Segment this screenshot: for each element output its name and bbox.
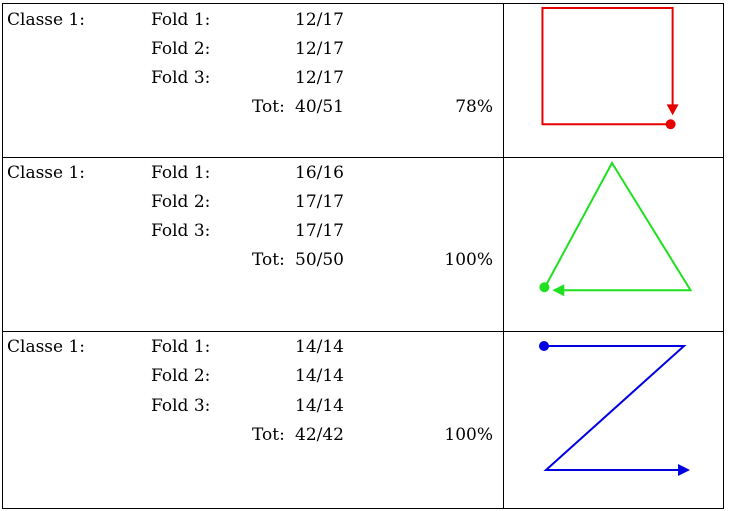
fold-label: Fold 1: — [151, 10, 211, 30]
class-label: Classe 1: — [7, 163, 86, 183]
triangle-path-figure — [539, 160, 693, 297]
fold-label: Fold 1: — [151, 337, 211, 357]
fold-label: Fold 2: — [151, 192, 211, 212]
total-value: 40/51 — [295, 97, 344, 117]
percent-value: 78% — [455, 97, 493, 117]
square-path-figure — [541, 6, 679, 130]
column-divider — [503, 4, 504, 157]
table-row: Classe 1: Fold 1: 14/14 Fold 2: 14/14 Fo… — [3, 332, 723, 508]
fold-label: Fold 1: — [151, 163, 211, 183]
fold-label: Fold 2: — [151, 39, 211, 59]
fold-value: 12/17 — [295, 68, 344, 88]
fold-label: Fold 2: — [151, 366, 211, 386]
total-label: Tot: — [252, 425, 285, 445]
results-table: Classe 1: Fold 1: 12/17 Fold 2: 12/17 Fo… — [2, 3, 724, 509]
table-row: Classe 1: Fold 1: 16/16 Fold 2: 17/17 Fo… — [3, 158, 723, 332]
class-label: Classe 1: — [7, 337, 86, 357]
column-divider — [503, 332, 504, 508]
start-dot — [665, 119, 676, 130]
percent-value: 100% — [444, 425, 493, 445]
fold-value: 17/17 — [295, 192, 344, 212]
fold-value: 14/14 — [295, 337, 344, 357]
z-path-figure — [539, 341, 690, 476]
start-dot — [539, 282, 550, 293]
square-path-line — [541, 6, 674, 126]
fold-value: 14/14 — [295, 366, 344, 386]
fold-value: 14/14 — [295, 396, 344, 416]
fold-value: 12/17 — [295, 39, 344, 59]
fold-label: Fold 3: — [151, 396, 211, 416]
table-row: Classe 1: Fold 1: 12/17 Fold 2: 12/17 Fo… — [3, 4, 723, 158]
fold-value: 16/16 — [295, 163, 344, 183]
fold-label: Fold 3: — [151, 68, 211, 88]
fold-value: 12/17 — [295, 10, 344, 30]
z-path-line — [543, 345, 687, 471]
total-value: 42/42 — [295, 425, 344, 445]
fold-label: Fold 3: — [151, 221, 211, 241]
total-label: Tot: — [252, 250, 285, 270]
triangle-path-line — [543, 160, 693, 292]
percent-value: 100% — [444, 250, 493, 270]
class-label: Classe 1: — [7, 10, 86, 30]
total-value: 50/50 — [295, 250, 344, 270]
start-dot — [539, 341, 549, 351]
arrowhead-icon — [678, 464, 690, 476]
arrowhead-icon — [666, 104, 679, 116]
total-label: Tot: — [252, 97, 285, 117]
fold-value: 17/17 — [295, 221, 344, 241]
column-divider — [503, 158, 504, 331]
arrowhead-icon — [552, 284, 565, 297]
